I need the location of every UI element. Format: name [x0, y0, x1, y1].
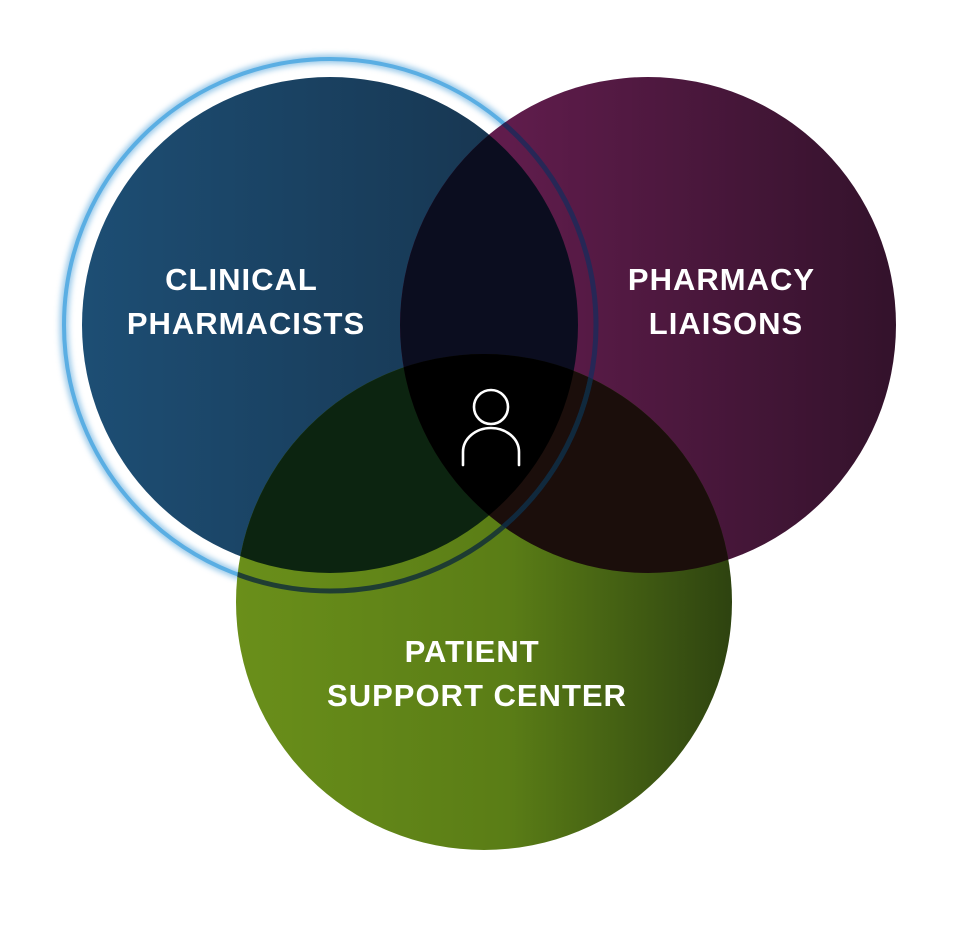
label-support-line-2: SUPPORT CENTER	[327, 678, 627, 713]
label-support-line-1: PATIENT	[405, 634, 540, 669]
label-clinical-line-1: CLINICAL	[165, 262, 317, 297]
overlap-clinical-support	[236, 354, 578, 573]
label-patient-support-center: PATIENT SUPPORT CENTER	[327, 634, 627, 713]
label-pharmacy-liaisons: PHARMACY LIAISONS	[628, 262, 824, 341]
label-clinical-line-2: PHARMACISTS	[127, 306, 365, 341]
label-liaisons-line-2: LIAISONS	[649, 306, 803, 341]
overlap-liaisons-support	[400, 354, 732, 573]
label-liaisons-line-1: PHARMACY	[628, 262, 815, 297]
label-clinical-pharmacists: CLINICAL PHARMACISTS	[127, 262, 365, 341]
person-icon	[461, 388, 521, 467]
